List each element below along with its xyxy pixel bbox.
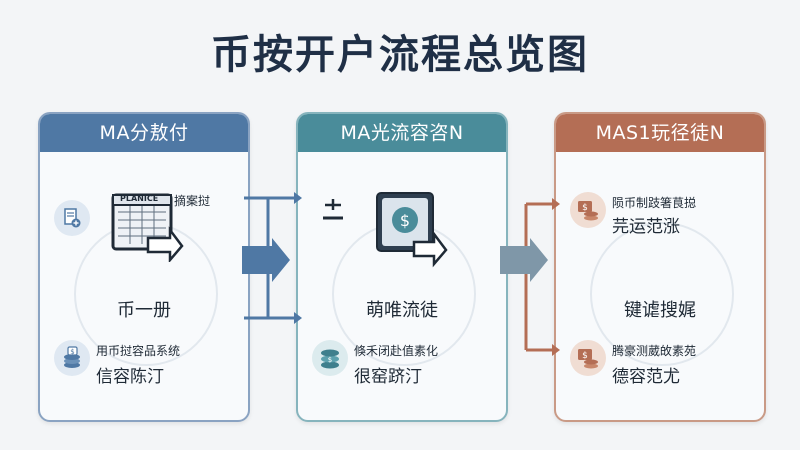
panel-3-header: MAS1玩径徒N — [556, 114, 764, 152]
watermark-circle — [590, 222, 734, 366]
panel-1: MA分敖付 PLANICE — [38, 112, 250, 422]
card-label: PLANICE — [120, 194, 159, 203]
coins-icon: $ — [54, 340, 90, 376]
top-label-2: 芫运范涨 — [612, 217, 680, 237]
money-coins-icon: $ — [570, 340, 606, 376]
top-label: 摘案挝 — [174, 194, 211, 208]
document-add-icon — [54, 200, 90, 236]
mid-text: 萌唯流徒 — [366, 300, 438, 321]
bottom-label-1: 用币挝容品系统 — [96, 344, 181, 358]
flow-arrow-1 — [242, 192, 302, 324]
panel-1-header: MA分敖付 — [40, 114, 248, 152]
bottom-label-1: 倏禾闭赴值素化 — [354, 344, 439, 358]
top-label-1: 陨币制跂箸茛搃 — [612, 196, 697, 210]
bottom-label-1: 腾豪测葳敀素苑 — [612, 344, 697, 358]
panel-2: MA光流容咨N $ 萌唯流徒 $ 倏禾闭赴值素化 很窑跻汀 — [296, 112, 508, 422]
bottom-label-2: 德容范尤 — [612, 367, 680, 387]
plus-minus-icon — [320, 196, 346, 224]
bottom-label-2: 信容陈汀 — [96, 367, 164, 387]
panel-3: MAS1玩径徒N $ 陨币制跂箸茛搃 芫运范涨 键谑搜娓 $ 腾豪测葳敀素苑 德… — [554, 112, 766, 422]
mid-text: 键谑搜娓 — [624, 300, 696, 321]
svg-text:$: $ — [70, 348, 74, 356]
money-coins-icon: $ — [570, 192, 606, 228]
money-card-icon: $ — [374, 190, 450, 268]
form-card-icon — [110, 192, 184, 264]
panel-2-header: MA光流容咨N — [298, 114, 506, 152]
bottom-label-2: 很窑跻汀 — [354, 367, 422, 387]
page-title: 币按开户流程总览图 — [211, 32, 589, 78]
svg-text:$: $ — [400, 211, 410, 230]
svg-text:$: $ — [582, 203, 588, 213]
flow-arrow-2 — [500, 198, 560, 356]
svg-text:$: $ — [582, 351, 588, 361]
svg-text:$: $ — [328, 356, 332, 364]
mid-text: 币一册 — [117, 300, 171, 321]
coin-stack-icon: $ — [312, 340, 348, 376]
